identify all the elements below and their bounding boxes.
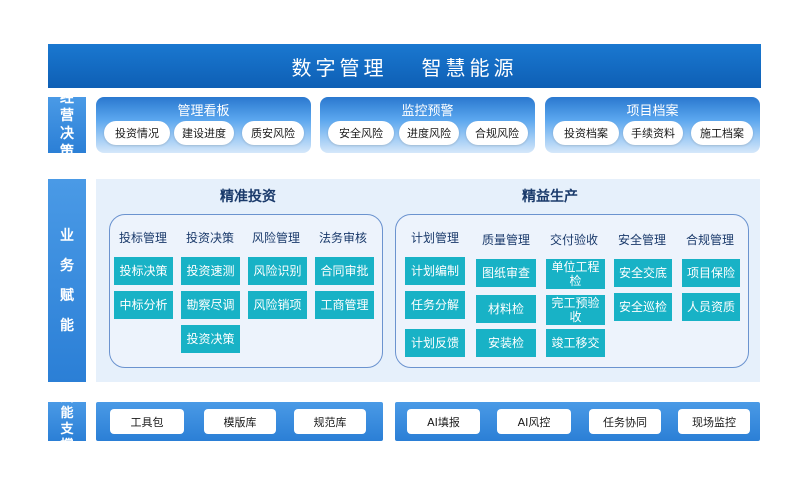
pill-procedure-documents[interactable]: 手续资料 — [623, 121, 683, 145]
tile-investment-decision[interactable]: 投资决策 — [181, 325, 240, 353]
button-template-library[interactable]: 模版库 — [204, 409, 276, 434]
tile-task-breakdown[interactable]: 任务分解 — [405, 291, 465, 319]
pill-safety-risk[interactable]: 安全风险 — [328, 121, 394, 145]
panel-management-dashboard: 管理看板 投资情况 建设进度 质安风险 — [96, 97, 311, 153]
tile-investment-estimate[interactable]: 投资速测 — [181, 257, 240, 285]
tile-installation-inspection[interactable]: 安装检 — [476, 329, 536, 357]
button-ai-risk-control[interactable]: AI风控 — [497, 409, 571, 434]
col-head-planning: 计划管理 — [410, 231, 459, 245]
pill-investment-status[interactable]: 投资情况 — [104, 121, 170, 145]
panel-title: 项目档案 — [626, 104, 679, 119]
section-title-investment: 精准投资 — [220, 189, 276, 205]
button-toolkit[interactable]: 工具包 — [110, 409, 184, 434]
pill-quality-safety-risk[interactable]: 质安风险 — [242, 121, 304, 145]
support-panel-resources: 工具包 模版库 规范库 — [96, 402, 383, 441]
panel-monitoring-warning: 监控预警 安全风险 进度风险 合规风险 — [320, 97, 535, 153]
tile-personnel-qualification[interactable]: 人员资质 — [682, 293, 740, 321]
tile-drawing-review[interactable]: 图纸审查 — [476, 259, 536, 287]
tile-completion-pre-acceptance[interactable]: 完工预验收 — [546, 295, 605, 325]
button-site-monitoring[interactable]: 现场监控 — [678, 409, 750, 434]
tile-safety-patrol[interactable]: 安全巡检 — [614, 293, 672, 321]
title-right: 智慧能源 — [421, 55, 518, 80]
title-left: 数字管理 — [291, 55, 388, 80]
button-ai-fill[interactable]: AI填报 — [407, 409, 480, 434]
tile-project-insurance[interactable]: 项目保险 — [682, 259, 740, 287]
col-head-bidding: 投标管理 — [118, 231, 167, 245]
row-label-support: 赋能支撑 — [48, 390, 86, 453]
tile-due-diligence[interactable]: 勘察尽调 — [181, 291, 240, 319]
button-standards-library[interactable]: 规范库 — [294, 409, 366, 434]
tile-final-handover[interactable]: 竣工移交 — [546, 329, 605, 357]
pill-investment-archive[interactable]: 投资档案 — [553, 121, 619, 145]
panel-project-archive: 项目档案 投资档案 手续资料 施工档案 — [545, 97, 760, 153]
panel-title: 管理看板 — [177, 104, 230, 119]
tile-safety-briefing[interactable]: 安全交底 — [614, 259, 672, 287]
tile-bid-decision[interactable]: 投标决策 — [114, 257, 173, 285]
col-head-investment-decision: 投资决策 — [185, 231, 234, 245]
col-head-delivery: 交付验收 — [549, 233, 598, 247]
pill-construction-archive[interactable]: 施工档案 — [691, 121, 753, 145]
col-head-safety: 安全管理 — [617, 233, 666, 247]
panel-title: 监控预警 — [401, 104, 454, 119]
tile-plan-feedback[interactable]: 计划反馈 — [405, 329, 465, 357]
tile-material-inspection[interactable]: 材料检 — [476, 295, 536, 323]
button-task-collaboration[interactable]: 任务协同 — [589, 409, 661, 434]
support-panel-ai-tools: AI填报 AI风控 任务协同 现场监控 — [395, 402, 760, 441]
row-label-business: 业务赋能 — [48, 179, 86, 382]
pill-compliance-risk[interactable]: 合规风险 — [466, 121, 528, 145]
col-head-legal: 法务审核 — [318, 231, 367, 245]
tile-plan-preparation[interactable]: 计划编制 — [405, 257, 465, 285]
col-head-compliance: 合规管理 — [685, 233, 734, 247]
tile-business-registration[interactable]: 工商管理 — [315, 291, 374, 319]
col-head-quality: 质量管理 — [481, 233, 530, 247]
section-title-production: 精益生产 — [522, 189, 578, 205]
pill-construction-progress[interactable]: 建设进度 — [174, 121, 234, 145]
row-label-decision: 经营决策 — [48, 90, 86, 160]
tile-unit-project-inspection[interactable]: 单位工程检 — [546, 259, 605, 289]
tile-risk-closure[interactable]: 风险销项 — [248, 291, 307, 319]
tile-risk-identification[interactable]: 风险识别 — [248, 257, 307, 285]
tile-bid-analysis[interactable]: 中标分析 — [114, 291, 173, 319]
main-title-bar: 数字管理 智慧能源 — [48, 44, 761, 88]
col-head-risk: 风险管理 — [251, 231, 300, 245]
tile-contract-approval[interactable]: 合同审批 — [315, 257, 374, 285]
pill-progress-risk[interactable]: 进度风险 — [399, 121, 459, 145]
